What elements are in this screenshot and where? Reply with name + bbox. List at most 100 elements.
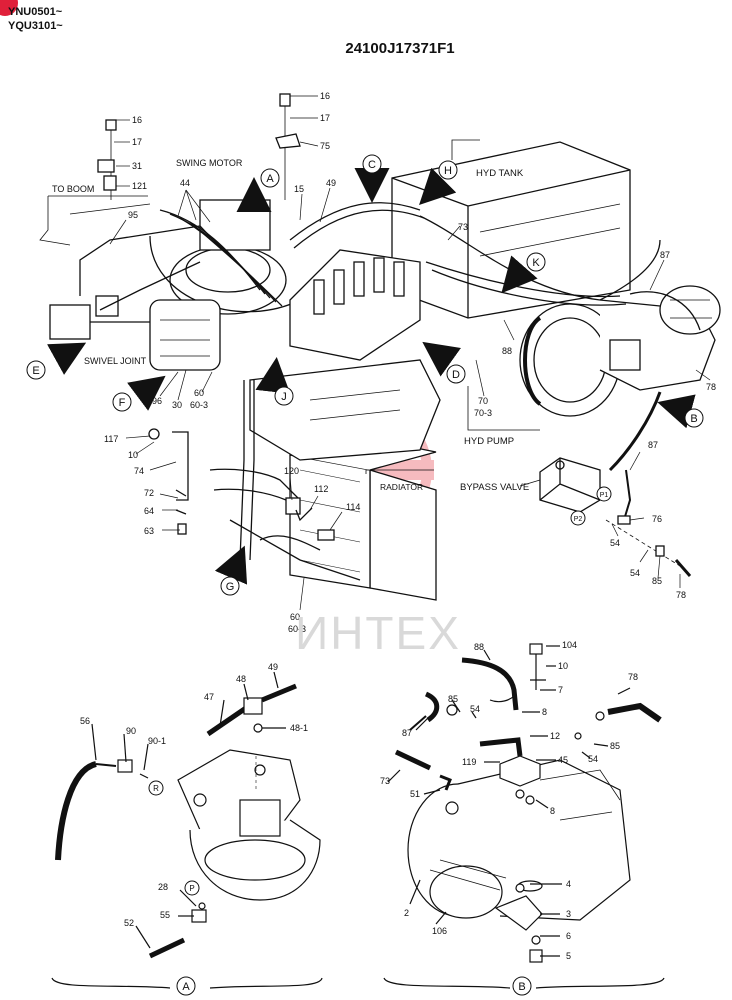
detail-view-a	[51, 671, 323, 989]
svg-text:D: D	[452, 369, 460, 381]
svg-text:54: 54	[588, 754, 598, 764]
label-swivel-joint: SWIVEL JOINT	[84, 356, 147, 366]
svg-text:63: 63	[144, 526, 154, 536]
svg-text:10: 10	[558, 661, 568, 671]
svg-text:48: 48	[236, 674, 246, 684]
view-marker-b: B	[684, 408, 704, 428]
svg-text:121: 121	[132, 181, 147, 191]
detail-label-b: B	[512, 976, 532, 996]
control-valve	[289, 249, 421, 361]
svg-text:47: 47	[204, 692, 214, 702]
svg-text:K: K	[532, 257, 540, 269]
svg-text:95: 95	[128, 210, 138, 220]
svg-text:85: 85	[652, 576, 662, 586]
svg-text:8: 8	[550, 806, 555, 816]
label-hyd-pump: HYD PUMP	[464, 436, 514, 447]
svg-text:52: 52	[124, 918, 134, 928]
svg-text:16: 16	[320, 91, 330, 101]
bypass-valve	[539, 457, 601, 513]
svg-text:56: 56	[80, 716, 90, 726]
swivel-joint	[149, 299, 221, 371]
port-p1: P1	[596, 486, 612, 502]
callouts-main: 16 17 75 16 17 31 121 44 15 49 73 95 87 …	[104, 91, 716, 634]
svg-text:45: 45	[558, 755, 568, 765]
svg-text:12: 12	[550, 731, 560, 741]
svg-text:10: 10	[128, 450, 138, 460]
view-marker-e: E	[26, 360, 46, 380]
svg-text:78: 78	[706, 382, 716, 392]
svg-text:P: P	[189, 884, 194, 893]
view-arrows	[47, 167, 696, 585]
svg-text:90-1: 90-1	[148, 736, 166, 746]
svg-text:120: 120	[284, 466, 299, 476]
label-swing-motor: SWING MOTOR	[176, 158, 243, 168]
serial-range-2: YQU3101~	[8, 20, 63, 32]
svg-text:87: 87	[660, 250, 670, 260]
view-markers: A C H K D E F J B G P1 P2	[26, 154, 704, 596]
svg-text:72: 72	[144, 488, 154, 498]
svg-text:E: E	[32, 365, 39, 377]
svg-text:55: 55	[160, 910, 170, 920]
svg-text:87: 87	[648, 440, 658, 450]
detail-label-a: A	[176, 976, 196, 996]
svg-text:R: R	[153, 784, 159, 793]
view-marker-f: F	[112, 392, 132, 412]
hydraulic-pump	[519, 285, 721, 417]
port-r: R	[148, 780, 164, 796]
svg-text:3: 3	[566, 909, 571, 919]
svg-text:5: 5	[566, 951, 571, 961]
view-marker-h: H	[438, 160, 458, 180]
svg-text:60: 60	[290, 612, 300, 622]
svg-text:A: A	[182, 981, 190, 993]
swing-motor-detail	[177, 749, 321, 901]
label-radiator: RADIATOR	[380, 482, 423, 492]
port-p2: P2	[570, 510, 586, 526]
svg-text:44: 44	[180, 178, 190, 188]
svg-text:70: 70	[478, 396, 488, 406]
svg-text:17: 17	[132, 137, 142, 147]
svg-text:114: 114	[346, 502, 360, 512]
svg-text:17: 17	[320, 113, 330, 123]
pump-detail	[407, 759, 631, 931]
svg-text:4: 4	[566, 879, 571, 889]
svg-text:70-3: 70-3	[474, 408, 492, 418]
watermark-text: ИНТЕХ	[295, 607, 461, 659]
svg-text:90: 90	[126, 726, 136, 736]
svg-text:60-3: 60-3	[190, 400, 208, 410]
main-assembly	[39, 93, 721, 601]
svg-text:2: 2	[404, 908, 409, 918]
svg-text:51: 51	[410, 789, 420, 799]
view-marker-k: K	[526, 252, 546, 272]
label-hyd-tank: HYD TANK	[476, 168, 524, 179]
svg-text:F: F	[119, 397, 126, 409]
svg-text:119: 119	[462, 757, 476, 767]
svg-text:16: 16	[132, 115, 142, 125]
serial-range-1: YNU0501~	[8, 6, 63, 18]
swing-motor	[149, 199, 301, 315]
svg-text:7: 7	[558, 685, 563, 695]
svg-text:78: 78	[628, 672, 638, 682]
svg-text:73: 73	[458, 222, 468, 232]
svg-text:60: 60	[194, 388, 204, 398]
svg-text:76: 76	[652, 514, 662, 524]
document-code: 24100J17371F1	[345, 40, 455, 57]
label-to-boom: TO BOOM	[52, 184, 94, 194]
port-p: P	[184, 880, 200, 896]
svg-text:8: 8	[542, 707, 547, 717]
svg-text:85: 85	[448, 694, 458, 704]
svg-text:J: J	[281, 391, 287, 403]
svg-text:B: B	[518, 981, 525, 993]
svg-text:B: B	[690, 413, 697, 425]
svg-text:A: A	[266, 173, 274, 185]
svg-text:78: 78	[676, 590, 686, 600]
svg-text:117: 117	[104, 434, 118, 444]
detail-view-b	[383, 643, 665, 989]
svg-text:15: 15	[294, 184, 304, 194]
svg-text:96: 96	[152, 396, 162, 406]
view-marker-d: D	[446, 364, 466, 384]
svg-text:64: 64	[144, 506, 154, 516]
svg-text:106: 106	[432, 926, 447, 936]
svg-text:G: G	[226, 581, 235, 593]
svg-text:75: 75	[320, 141, 330, 151]
